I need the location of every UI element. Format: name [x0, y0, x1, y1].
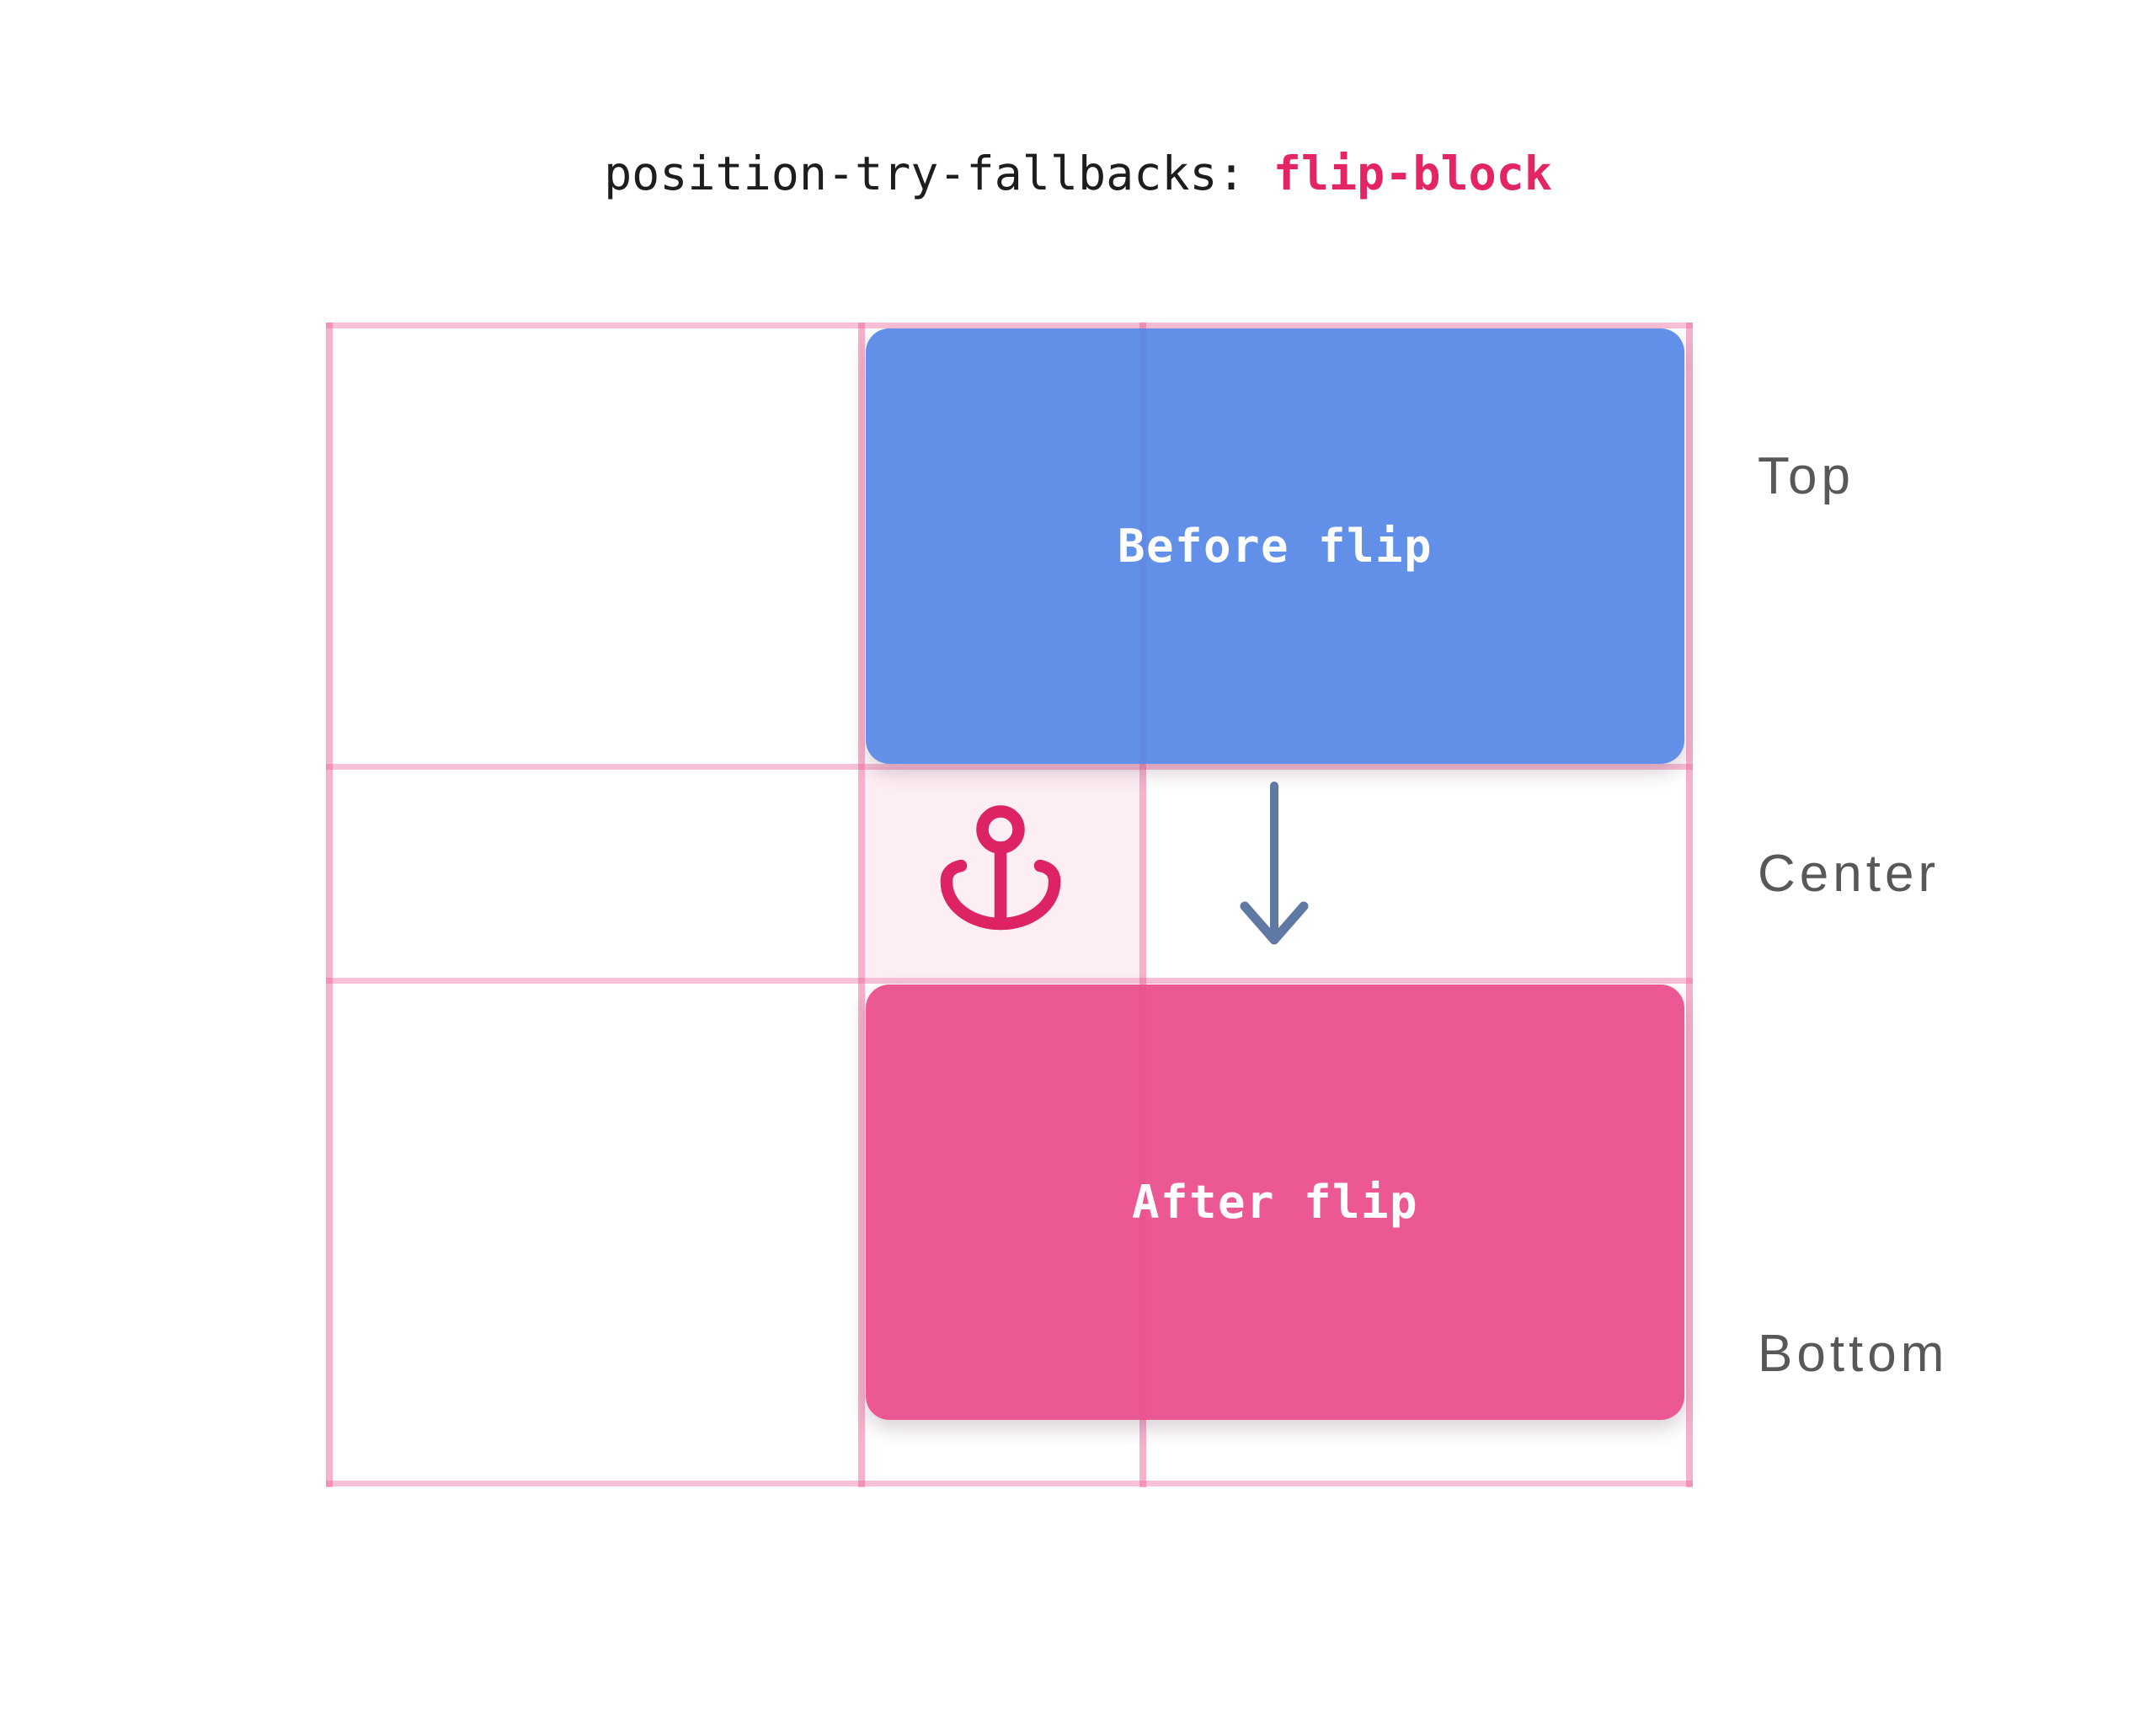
before-flip-box: Before flip [866, 328, 1684, 764]
after-flip-box: After flip [866, 985, 1684, 1420]
row-label-top: Top [1758, 447, 1854, 505]
grid-line-vertical-mid-left [858, 323, 865, 1487]
title-value-text: flip-block [1273, 147, 1552, 200]
page-title: position-try-fallbacks: flip-block [0, 148, 2156, 199]
row-label-center: Center [1758, 845, 1940, 903]
down-arrow-icon [1240, 782, 1309, 945]
title-property-text: position-try-fallbacks: [604, 147, 1273, 200]
grid-line-horizontal-lower-middle [326, 978, 1693, 984]
before-flip-label: Before flip [1117, 520, 1433, 573]
after-flip-label: After flip [1131, 1176, 1419, 1229]
grid-line-vertical-mid-right [1139, 323, 1146, 1487]
row-label-bottom: Bottom [1758, 1325, 1949, 1383]
grid-line-horizontal-bottom [326, 1481, 1693, 1486]
anchor-icon [940, 805, 1061, 931]
grid-line-vertical-right [1686, 323, 1693, 1487]
grid-line-vertical-left [326, 323, 333, 1487]
grid-line-horizontal-upper-middle [326, 764, 1693, 770]
grid-line-horizontal-top [326, 323, 1693, 328]
